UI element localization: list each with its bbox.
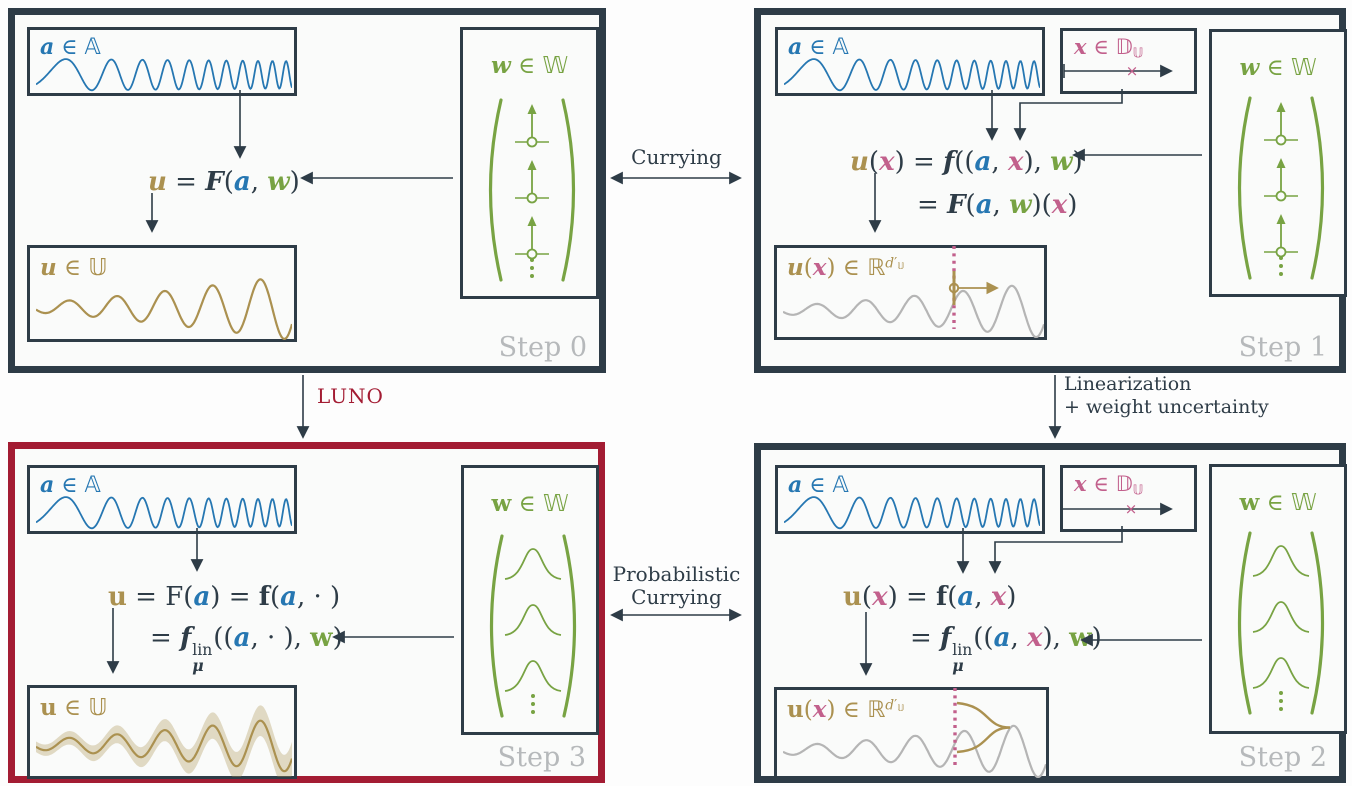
step-label: Step 0	[498, 332, 587, 363]
weight-space-box: w ∈ 𝕎	[1209, 464, 1347, 734]
currying-label: Currying	[631, 145, 722, 169]
operator-equation: u = F(a, w)	[148, 167, 300, 197]
input-space-box: a ∈ 𝔸	[775, 465, 1045, 534]
input-function-wave	[784, 496, 1040, 530]
output-space-box: u ∈ 𝕌	[27, 245, 297, 342]
curried-equation-line1: u(x) = f((a, x), w)	[850, 147, 1083, 177]
input-space-label: a ∈ 𝔸	[40, 34, 101, 60]
query-domain-label: x ∈ 𝔻𝕌	[1074, 471, 1144, 499]
input-function-wave	[36, 58, 292, 92]
weight-distribution-icon	[489, 534, 577, 718]
step-label: Step 3	[497, 742, 586, 773]
luno-label: LUNO	[317, 384, 384, 408]
input-function-wave	[784, 58, 1040, 92]
prob-curried-equation-line1: u(x) = f(a, x)	[843, 582, 1017, 612]
query-domain-box: x ∈ 𝔻𝕌	[1060, 465, 1197, 532]
step-label: Step 1	[1238, 332, 1327, 363]
output-function-wave-gray	[783, 724, 1046, 778]
panel-step-0: a ∈ 𝔸 u = F(a, w) u ∈ 𝕌 w ∈ 𝕎 Step 0	[8, 8, 606, 373]
prob-currying-label: Probabilistic Currying	[612, 562, 741, 609]
input-function-wave	[36, 496, 292, 530]
panel-step-1: a ∈ 𝔸 x ∈ 𝔻𝕌 w ∈ 𝕎 u(x) = f((a, x), w) =…	[754, 8, 1347, 373]
input-space-label: a ∈ 𝔸	[788, 472, 849, 498]
weight-space-label: w ∈ 𝕎	[1239, 54, 1317, 81]
input-space-label: a ∈ 𝔸	[788, 34, 849, 60]
weight-vector-icon	[488, 98, 576, 282]
curried-equation-line2: = F(a, w)(x)	[917, 190, 1078, 220]
input-space-box: a ∈ 𝔸	[27, 27, 297, 96]
luno-equation-line1: u = F(a) = f(a, · )	[108, 582, 341, 612]
query-domain-label: x ∈ 𝔻𝕌	[1074, 34, 1144, 62]
output-value-label: u(x) ∈ ℝd′𝕌	[787, 696, 905, 723]
input-space-label: a ∈ 𝔸	[40, 472, 101, 498]
input-space-box: a ∈ 𝔸	[27, 465, 297, 534]
step-label: Step 2	[1238, 742, 1327, 773]
output-space-label: u ∈ 𝕌	[40, 254, 108, 281]
output-value-box: u(x) ∈ ℝd′𝕌	[774, 687, 1049, 779]
output-space-box: u ∈ 𝕌	[27, 685, 297, 779]
weight-space-label: w ∈ 𝕎	[491, 52, 568, 79]
weight-space-label: w ∈ 𝕎	[1239, 489, 1317, 516]
output-value-label: u(x) ∈ ℝd′𝕌	[787, 254, 905, 281]
weight-space-box: w ∈ 𝕎	[1209, 29, 1347, 297]
output-function-wave-gray	[783, 284, 1044, 338]
query-domain-box: x ∈ 𝔻𝕌	[1060, 28, 1197, 94]
linearization-label: Linearization + weight uncertainty	[1064, 373, 1269, 418]
weight-distribution-icon	[1237, 531, 1325, 715]
weight-space-box: w ∈ 𝕎	[461, 465, 599, 735]
output-function-wave	[36, 278, 292, 340]
weight-vector-icon	[1237, 96, 1325, 280]
output-function-wave-uncertainty	[36, 705, 292, 777]
input-space-box: a ∈ 𝔸	[775, 27, 1045, 96]
weight-space-box: w ∈ 𝕎	[460, 27, 599, 299]
weight-space-label: w ∈ 𝕎	[491, 490, 569, 517]
output-value-box: u(x) ∈ ℝd′𝕌	[774, 245, 1047, 340]
output-space-label: u ∈ 𝕌	[40, 694, 108, 721]
